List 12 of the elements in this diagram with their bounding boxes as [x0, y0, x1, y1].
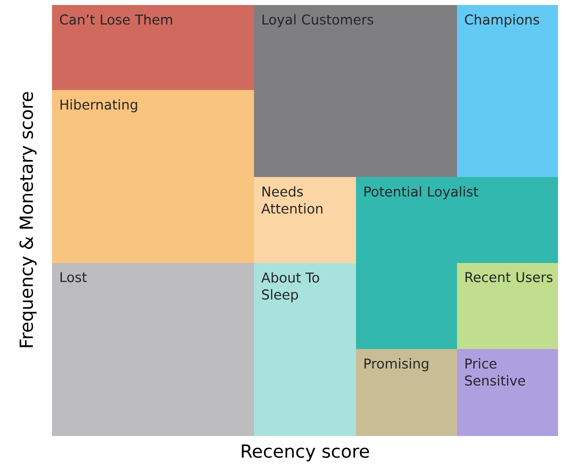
axis-label: Recency score	[242, 444, 369, 462]
segment-box: About To Sleep	[254, 262, 356, 436]
segment-box: Hibernating	[52, 90, 254, 263]
segment-box: Lost	[52, 262, 254, 436]
segment-box: Can’t Lose Them	[52, 5, 254, 90]
axis-label: Frequency & Monetary score	[19, 92, 37, 348]
segment-box: Needs Attention	[254, 177, 356, 263]
segment-box: Price Sensitive	[457, 348, 558, 436]
segment-box: Promising	[356, 348, 457, 436]
segment-box: Champions	[457, 5, 558, 177]
segment-box: Loyal Customers	[254, 5, 457, 177]
segment-box: Recent Users	[457, 262, 558, 349]
